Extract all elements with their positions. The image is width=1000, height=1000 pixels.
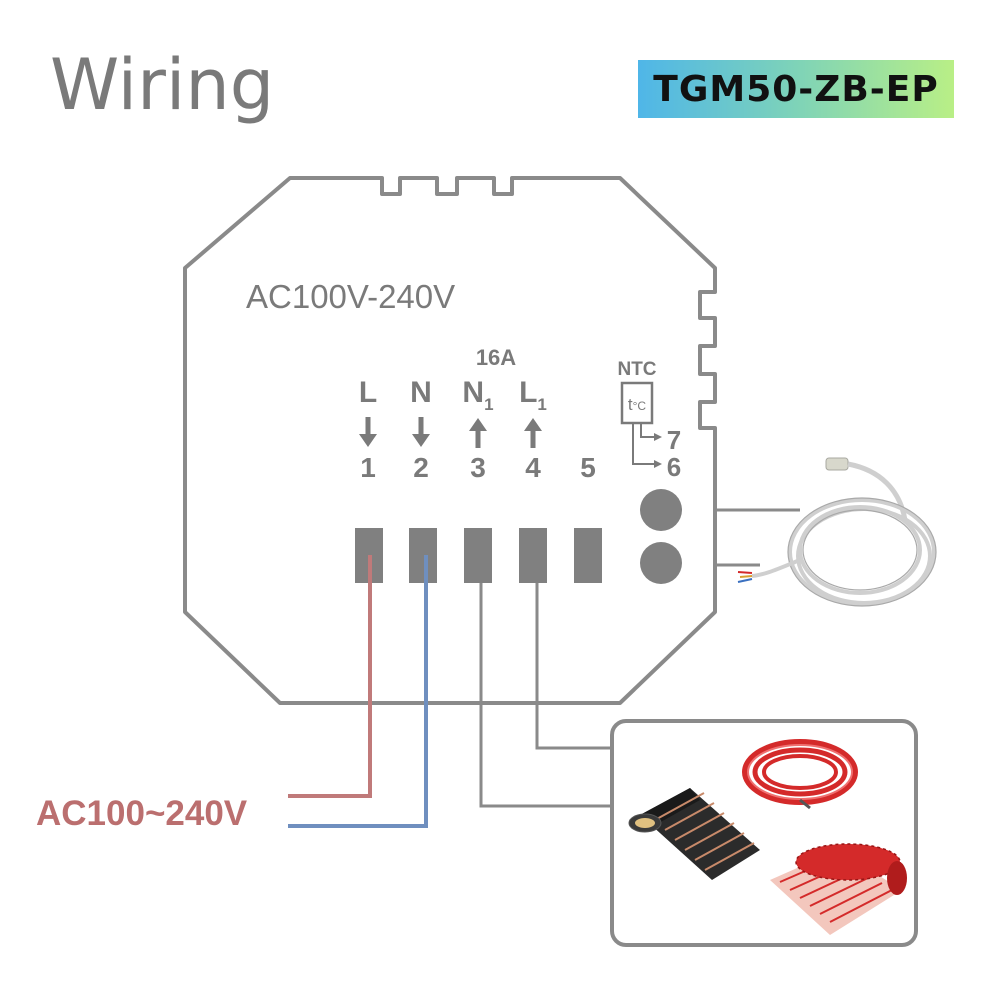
terminal-2-number: 2 bbox=[413, 452, 429, 483]
ntc-terminal-6 bbox=[640, 542, 682, 584]
voltage-label: AC100V-240V bbox=[246, 278, 455, 315]
heating-mat-image bbox=[770, 843, 907, 935]
terminal-block-4 bbox=[519, 528, 547, 583]
terminal-2-letter: N bbox=[410, 376, 432, 409]
heating-load-box bbox=[610, 719, 918, 947]
load-wire-n1 bbox=[479, 583, 612, 808]
arrow-down-icon bbox=[412, 417, 430, 447]
ntc-leads bbox=[632, 423, 662, 468]
terminal-3-number: 3 bbox=[470, 452, 486, 483]
page-title: Wiring bbox=[50, 44, 275, 126]
arrow-down-icon bbox=[359, 417, 377, 447]
ntc-terminal-7 bbox=[640, 489, 682, 531]
terminal-block-2 bbox=[409, 528, 437, 583]
terminal-4-number: 4 bbox=[525, 452, 541, 483]
arrow-up-icon bbox=[469, 418, 487, 448]
ntc-symbol: t°C bbox=[628, 395, 647, 414]
current-rating-label: 16A bbox=[476, 345, 516, 370]
ntc-sensor-wires bbox=[715, 508, 800, 567]
terminal-3-letter: N1 bbox=[462, 376, 493, 414]
ntc-pin-6: 6 bbox=[667, 452, 681, 482]
live-wire bbox=[288, 555, 372, 798]
terminal-4-letter: L1 bbox=[519, 376, 547, 414]
terminal-block-3 bbox=[464, 528, 492, 583]
ntc-pin-7: 7 bbox=[667, 425, 681, 455]
ntc-sensor-icon bbox=[620, 381, 654, 425]
heating-cable-coil-image bbox=[742, 739, 858, 810]
heating-film-image bbox=[628, 788, 760, 880]
arrow-up-icon bbox=[524, 418, 542, 448]
terminal-5-number: 5 bbox=[580, 452, 596, 483]
terminal-1-number: 1 bbox=[360, 452, 376, 483]
ntc-label: NTC bbox=[617, 359, 656, 380]
terminal-block-5 bbox=[574, 528, 602, 583]
model-name: TGM50-ZB-EP bbox=[653, 68, 939, 110]
terminal-1-letter: L bbox=[359, 376, 377, 409]
device-housing bbox=[183, 176, 717, 705]
neutral-wire bbox=[288, 555, 428, 828]
model-badge: TGM50-ZB-EP bbox=[638, 60, 954, 118]
ntc-probe-image bbox=[737, 457, 937, 607]
load-wire-l1 bbox=[535, 583, 612, 750]
mains-supply-label: AC100~240V bbox=[36, 794, 248, 833]
